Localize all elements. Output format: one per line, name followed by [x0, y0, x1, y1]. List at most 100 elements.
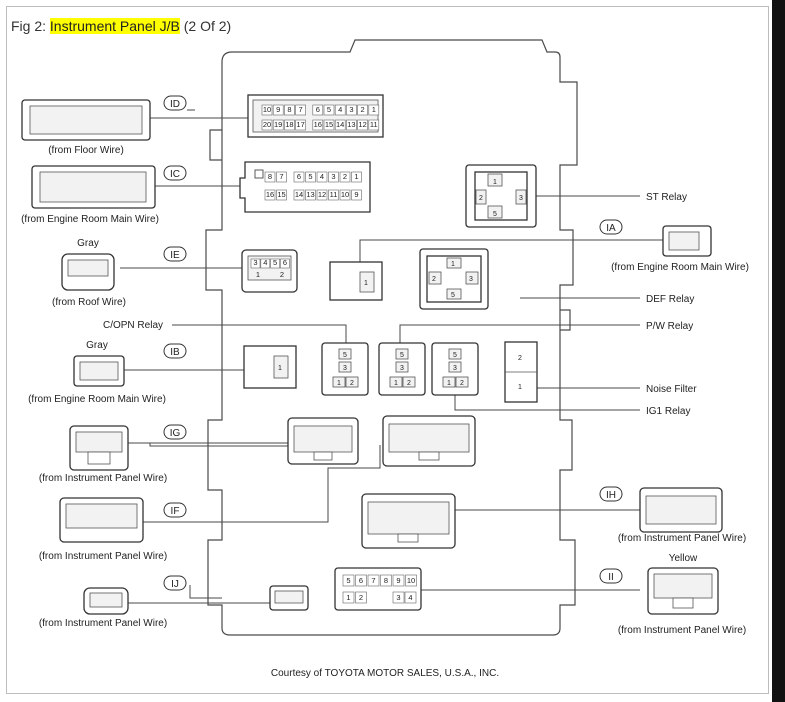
pin-cell	[448, 348, 462, 360]
ext-connector-ih	[639, 487, 723, 533]
label-from-instrument-panel-wire-ii: (from Instrument Panel Wire)	[618, 625, 746, 636]
bubble-ie: IE	[163, 246, 187, 262]
pin-label: 2	[460, 380, 464, 387]
junction-block-outline	[205, 39, 578, 636]
pin-label: 2	[361, 105, 365, 114]
bubble-if: IF	[163, 502, 187, 518]
pin-label: 16	[314, 120, 322, 129]
st-relay-socket: 1 2 3 5	[465, 164, 537, 228]
pin-cell	[284, 104, 295, 116]
pin-label: 3	[331, 172, 335, 181]
pin-cell	[346, 119, 357, 131]
pin-label: 18	[285, 120, 293, 129]
pin-cell	[295, 119, 306, 131]
pin-label: 1	[493, 179, 497, 186]
code-if: IF	[171, 506, 180, 517]
pin-label: 11	[370, 120, 378, 129]
pin-label: 1	[394, 380, 398, 387]
pin-cell	[405, 574, 417, 587]
pin-cell	[284, 119, 295, 131]
code-ig: IG	[170, 428, 181, 439]
label-from-instrument-panel-wire-ig: (from Instrument Panel Wire)	[39, 473, 167, 484]
pin-cell	[328, 189, 339, 201]
pin-cell	[357, 119, 368, 131]
pin-label: 2	[350, 380, 354, 387]
bubble-ig: IG	[163, 424, 187, 440]
pin-cell	[312, 104, 324, 116]
pin-cell	[316, 171, 328, 183]
label-from-floor-wire: (from Floor Wire)	[48, 145, 124, 156]
code-ic: IC	[170, 169, 180, 180]
pin-label: 5	[400, 352, 404, 359]
ext-connector-ib	[73, 355, 125, 387]
figure-title-prefix: Fig 2:	[11, 18, 50, 34]
pin-label: 6	[297, 172, 301, 181]
pin-label: 3	[453, 365, 457, 372]
pin-label: 5	[453, 352, 457, 359]
label-from-engine-room-main-wire-ib: (from Engine Room Main Wire)	[28, 394, 166, 405]
pin-label: 1	[447, 380, 451, 387]
pin-cell	[448, 361, 462, 373]
code-id: ID	[170, 99, 180, 110]
pin-label: 1	[364, 280, 368, 287]
pin-cell	[272, 119, 284, 131]
pin-cell	[272, 104, 284, 116]
pin-cell	[355, 591, 367, 604]
code-ij: IJ	[171, 579, 179, 590]
pin-label: 4	[320, 172, 324, 181]
label-copn-relay: C/OPN Relay	[103, 320, 163, 331]
pin-label: 2	[359, 593, 363, 602]
pin-label: 3	[253, 258, 257, 267]
pin-label: 13	[347, 120, 355, 129]
pin-label: 16	[266, 190, 274, 199]
ext-connector-ig	[69, 425, 129, 471]
pin-cell	[395, 348, 409, 360]
ext-connector-ie	[61, 253, 115, 291]
pin-label: 10	[341, 190, 349, 199]
figure-title: Fig 2: Instrument Panel J/B (2 Of 2)	[11, 18, 231, 34]
ext-connector-ia	[662, 225, 712, 257]
pin-label: 3	[349, 105, 353, 114]
pin-cell	[342, 574, 355, 587]
pin-cell	[402, 376, 416, 388]
code-ie: IE	[170, 250, 180, 261]
bubble-ic: IC	[163, 165, 187, 181]
pin-label: 12	[318, 190, 326, 199]
pin-cell	[392, 591, 405, 604]
pin-cell	[328, 171, 339, 183]
code-ib: IB	[170, 347, 180, 358]
pin-cell	[276, 171, 287, 183]
pin-cell	[345, 376, 359, 388]
pin-label: 15	[277, 190, 285, 199]
pin-label: 5	[493, 211, 497, 218]
pin-cell	[357, 104, 368, 116]
pin-cell	[367, 574, 380, 587]
label-from-instrument-panel-wire-if: (from Instrument Panel Wire)	[39, 551, 167, 562]
def-relay-socket: 1 2 3 5	[419, 248, 489, 310]
pin-label: 3	[519, 195, 523, 202]
pin-cell	[280, 258, 290, 269]
label-from-roof-wire: (from Roof Wire)	[52, 297, 126, 308]
label-from-instrument-panel-wire-ih: (from Instrument Panel Wire)	[618, 533, 746, 544]
pin-cell	[455, 376, 469, 388]
bubble-ia: IA	[599, 219, 623, 235]
pin-cell	[250, 258, 261, 269]
pin-label: 1	[518, 384, 522, 391]
pin-cell	[342, 591, 355, 604]
noise-filter-socket: 2 1	[504, 341, 538, 403]
pin-label: 1	[451, 261, 455, 268]
pin-cell	[404, 591, 417, 604]
pin-label: 2	[407, 380, 411, 387]
pin-label: 1	[256, 270, 260, 279]
pin-cell	[338, 361, 352, 373]
pin-cell	[295, 104, 306, 116]
pin-cell	[312, 119, 324, 131]
bubble-ih: IH	[599, 486, 623, 502]
pin-cell	[264, 171, 276, 183]
